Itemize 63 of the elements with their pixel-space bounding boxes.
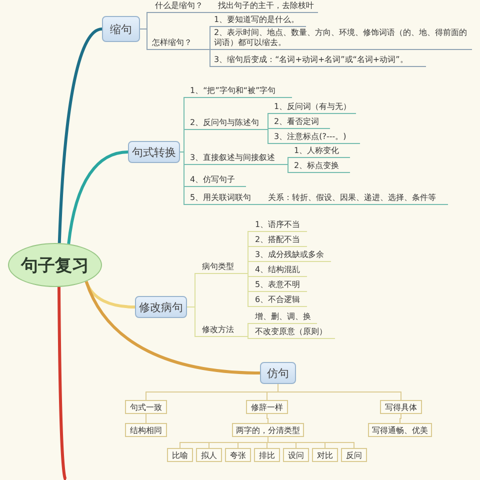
branch-text: 修改方法	[202, 325, 240, 337]
tree-box: 设问	[283, 448, 309, 462]
main-branch	[67, 150, 128, 244]
tree-box: 写得具体	[380, 400, 422, 414]
tree-box: 排比	[254, 448, 280, 462]
connector-line	[400, 414, 402, 424]
connector-line	[208, 26, 214, 50]
connector-line	[258, 204, 268, 205]
branch-text: 不改变原意（原则）	[255, 327, 335, 339]
central-topic: 句子复习	[8, 243, 102, 287]
tree-box: 句式一致	[125, 400, 167, 414]
main-branch	[58, 28, 102, 244]
connector-line	[240, 336, 256, 339]
branch-text: 2、标点变换	[294, 161, 350, 173]
branch-text: 6、不合逻辑	[255, 295, 307, 307]
topic-box: 缩句	[102, 16, 140, 42]
topic-box: 修改病句	[135, 296, 187, 318]
branch-text: 什么是缩句？	[155, 1, 213, 13]
tree-box: 对比	[312, 448, 338, 462]
connector-line	[208, 49, 214, 67]
branch-text: 找出句子的主干，去除枝叶	[218, 1, 318, 13]
branch-text: 2、反问句与陈述句	[190, 118, 264, 130]
branch-text: 5、用关联词联句	[190, 193, 258, 205]
branch-text: 病句类型	[202, 262, 240, 274]
branch-text: 3、缩句后变成：“名词+动词+名词”或“名词+动词”。	[214, 55, 426, 67]
connector-line	[284, 164, 294, 173]
tree-box: 夸张	[225, 448, 251, 462]
branch-text: 3、成分残缺或多余	[255, 250, 331, 262]
topic-box: 仿句	[260, 362, 296, 384]
branch-text: 1、人称变化	[294, 146, 350, 158]
connector-line	[240, 273, 256, 307]
tree-box: 拟人	[196, 448, 222, 462]
branch-text: 1、语序不当	[255, 220, 307, 232]
tree-box: 两字的，分清类型	[232, 423, 304, 437]
tree-box: 比喻	[167, 448, 193, 462]
branch-text: 3、注意标点(?---。)	[274, 132, 360, 144]
branch-text: 3、直接叙述与间接叙述	[190, 153, 284, 165]
tree-box: 结构相同	[125, 423, 167, 437]
branch-text: 2、看否定词	[274, 117, 330, 129]
topic-box: 句式转换	[128, 141, 180, 163]
connector-line	[264, 129, 274, 144]
main-branch	[84, 280, 136, 308]
branch-text: 1、要知道写的是什么。	[214, 15, 306, 27]
connector-line	[278, 384, 402, 400]
branch-text: 1、“把”字句和“被”字句	[190, 86, 292, 98]
tree-box: 修辞一样	[246, 400, 288, 414]
branch-text: 关系：转折、假设、因果、递进、选择、条件等	[268, 193, 448, 205]
main-branch	[58, 286, 68, 480]
branch-text: 2、表示时间、地点、数量、方向、环境、修饰词语（的、地、得前面的词语）都可以缩去。	[214, 27, 472, 50]
branch-text: 5、表意不明	[255, 280, 307, 292]
branch-text: 1、反问词（有与无）	[274, 102, 356, 114]
connector-line	[186, 306, 202, 337]
branch-text: 2、搭配不当	[255, 235, 307, 247]
tree-box: 反问	[341, 448, 367, 462]
main-branch	[84, 280, 260, 374]
branch-text: 增、删、调、换	[255, 312, 317, 324]
branch-text: 怎样缩句？	[152, 38, 208, 50]
branch-text: 4、仿写句子	[190, 175, 246, 187]
branch-text: 4、结构混乱	[255, 265, 307, 277]
connector-line	[212, 12, 218, 13]
connector-line	[208, 49, 214, 50]
connector-line	[266, 414, 268, 424]
tree-box: 写得通畅、优美	[368, 423, 432, 437]
